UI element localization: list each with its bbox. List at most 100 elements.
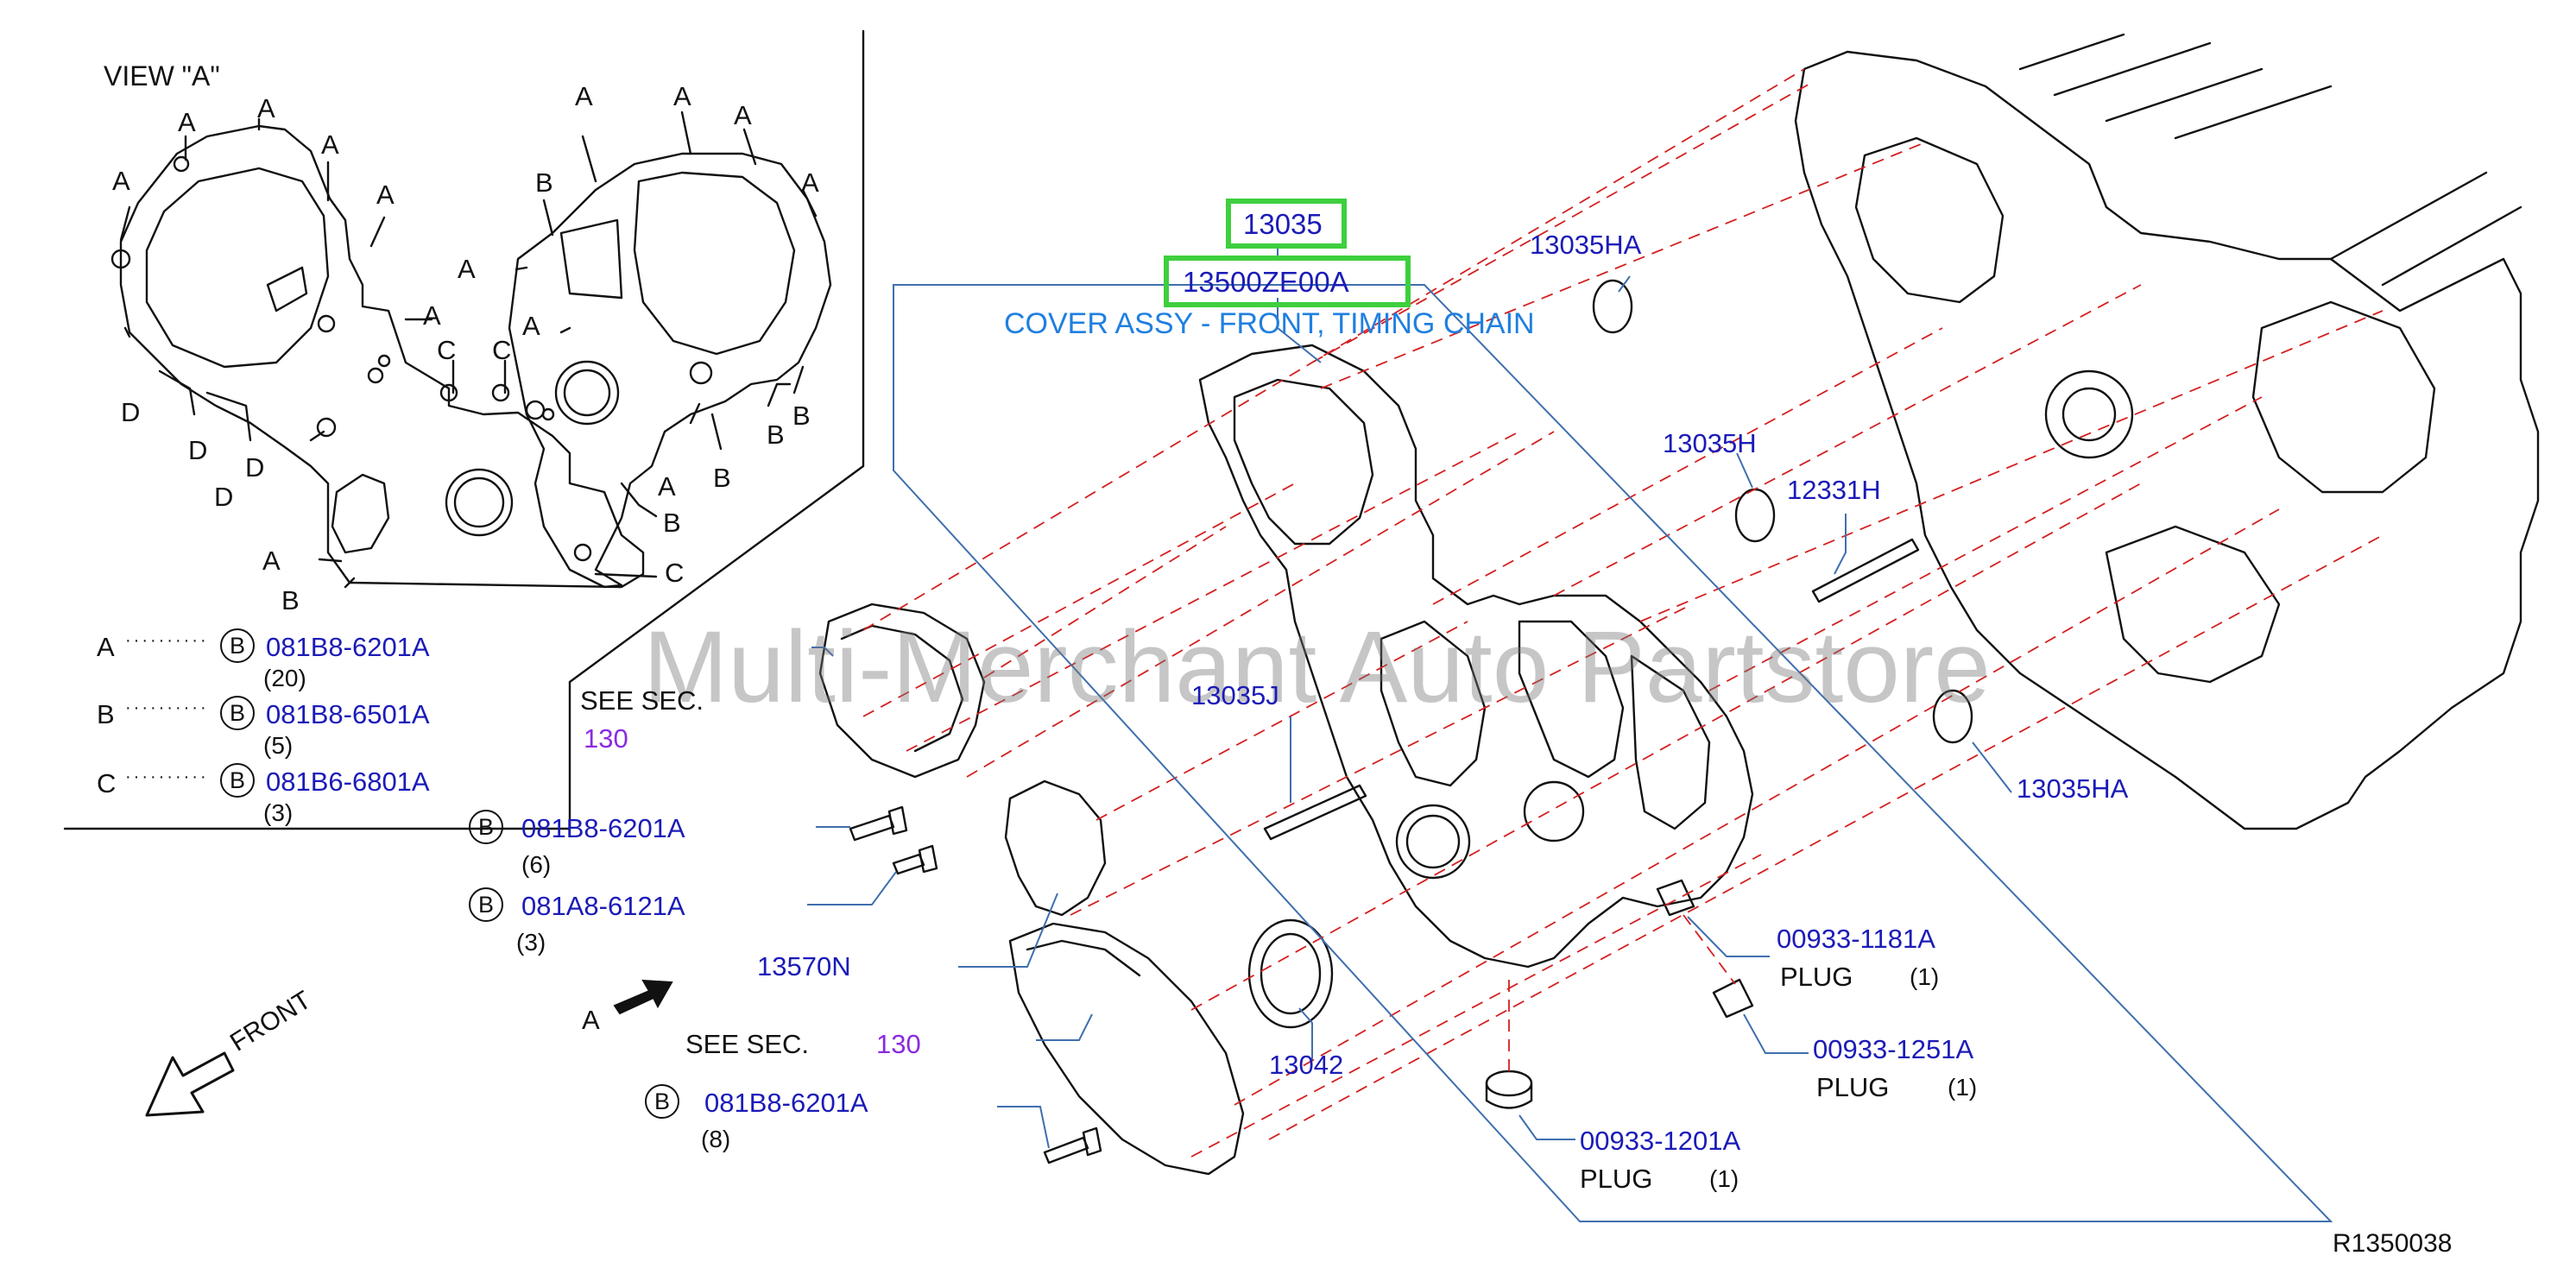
view-mark: A (458, 254, 476, 284)
view-a-leader-lines (119, 110, 818, 589)
view-a-hole (367, 367, 384, 384)
gasket-13570n-leader (958, 893, 1058, 968)
engine-block-bore-center-inner (2061, 387, 2117, 442)
projection-lines (862, 68, 2383, 1158)
view-mark: C (437, 335, 457, 365)
view-mark: A (376, 180, 395, 210)
see-section-link[interactable]: 130 (584, 723, 628, 754)
view-mark: B (663, 508, 681, 538)
o-ring-part-link[interactable]: 13035HA (1530, 230, 1642, 260)
view-a-hole (317, 314, 336, 333)
bolt-leaders (807, 826, 1050, 1149)
plug-name: PLUG (1780, 962, 1853, 992)
o-ring-part-link[interactable]: 13035HA (2017, 773, 2129, 804)
view-mark: A (178, 107, 196, 137)
dowel-pin-part-link[interactable]: 12331H (1787, 475, 1881, 505)
legend-part-link[interactable]: 081B8-6201A (266, 632, 430, 662)
view-a-left-window (145, 167, 330, 369)
bolt-081a8-6121a (892, 844, 938, 875)
engine-block-lower-web (2105, 525, 2281, 684)
plug-00933-1201a (1485, 1070, 1533, 1097)
bolt-qty: (8) (701, 1126, 731, 1152)
view-mark: B (792, 401, 811, 431)
plug-qty: (1) (1910, 963, 1940, 990)
view-a-title: VIEW "A" (104, 60, 220, 92)
view-a-hole (573, 543, 592, 562)
oring-13035ha-top-leader (1618, 275, 1631, 293)
bolt-part-link[interactable]: 081B8-6201A (521, 813, 685, 843)
view-a-seal-left-inner (453, 476, 505, 528)
legend-part-link[interactable]: 081B8-6501A (266, 699, 430, 729)
view-a-left-slot (266, 266, 308, 312)
engine-block-rails (2018, 33, 2522, 287)
engine-block-outline (1794, 50, 2540, 830)
view-mark: B (535, 167, 553, 198)
plug-00933-1181a (1656, 879, 1695, 917)
legend-qty: (5) (263, 732, 294, 759)
engine-block-bore-right (2251, 300, 2436, 494)
plug-name: PLUG (1580, 1164, 1653, 1194)
diagram-reference-code: R1350038 (2333, 1229, 2453, 1258)
bolt-badge: B (645, 1084, 679, 1119)
view-a-seal-right-inner (563, 369, 611, 417)
view-a-hole (316, 417, 337, 438)
view-mark: B (713, 463, 731, 493)
view-mark: C (492, 335, 512, 365)
oil-seal-13042-inner (1260, 932, 1322, 1015)
legend-key: A (97, 632, 115, 662)
view-a-hole (377, 354, 391, 368)
see-section-link[interactable]: 130 (876, 1029, 921, 1059)
plug-part-link[interactable]: 00933-1201A (1580, 1126, 1741, 1156)
pin-12331h-leader (1834, 514, 1847, 575)
watermark-text: Multi-Merchant Auto Partstore (643, 610, 1991, 724)
view-a-oilpan-lobe (331, 473, 390, 554)
view-mark: A (575, 81, 593, 111)
see-section-label: SEE SEC. (580, 685, 704, 716)
timing-cover-window (1233, 378, 1374, 546)
legend-part-link[interactable]: 081B6-6801A (266, 767, 430, 797)
front-arrow-icon (145, 1051, 235, 1117)
dowel-pin-part-link[interactable]: 13035J (1191, 680, 1279, 710)
bolt-part-link[interactable]: 081A8-6121A (521, 891, 685, 921)
view-mark: A (112, 166, 130, 196)
timing-cover-seal-bore-inner (1405, 814, 1461, 869)
gasket-part-link[interactable]: 13570N (757, 951, 851, 981)
timing-cover-boss (1523, 780, 1585, 842)
engine-block-bore-left (1854, 136, 2005, 304)
view-a-seal-right-outer (554, 360, 620, 426)
bolt-badge: B (220, 696, 255, 730)
highlight-box-part-code (1164, 256, 1411, 307)
view-mark: B (281, 585, 300, 615)
view-a-hole (491, 383, 510, 402)
dowel-pin-13035j (1263, 784, 1367, 841)
legend-dots: ·········· (125, 631, 209, 650)
main-part-description: COVER ASSY - FRONT, TIMING CHAIN (1004, 307, 1535, 340)
plug-name: PLUG (1816, 1072, 1890, 1102)
highlight-box-part-number (1226, 199, 1347, 249)
plug-1201a-leader (1518, 1114, 1575, 1140)
bolt-qty: (3) (516, 929, 546, 956)
view-a-arrow-icon (613, 979, 673, 1015)
view-mark: D (188, 435, 208, 465)
view-a-right-pocket (559, 218, 623, 300)
lower-cover (1008, 922, 1245, 1176)
valve-timing-cover-upper (818, 603, 986, 779)
legend-key: B (97, 699, 115, 729)
engine-block-bore-center (2044, 369, 2134, 459)
view-a-hole (541, 407, 555, 421)
bolt-part-link[interactable]: 081B8-6201A (704, 1088, 868, 1118)
plug-part-link[interactable]: 00933-1251A (1813, 1034, 1974, 1064)
legend-qty: (3) (263, 799, 294, 826)
plug-1251a-leader (1743, 1013, 1809, 1054)
view-mark: D (214, 482, 234, 512)
oil-seal-part-link[interactable]: 13042 (1269, 1050, 1344, 1080)
main-part-number-link[interactable]: 13035 (1243, 208, 1323, 240)
timing-cover-outline (1198, 344, 1754, 969)
main-part-code-link[interactable]: 13500ZE00A (1183, 266, 1349, 298)
plug-part-link[interactable]: 00933-1181A (1777, 924, 1935, 954)
legend-key: C (97, 768, 117, 798)
o-ring-part-link[interactable]: 13035H (1663, 428, 1757, 458)
legend-dots: ·········· (125, 767, 209, 786)
oring-13035ha-right-leader (1972, 741, 2012, 793)
